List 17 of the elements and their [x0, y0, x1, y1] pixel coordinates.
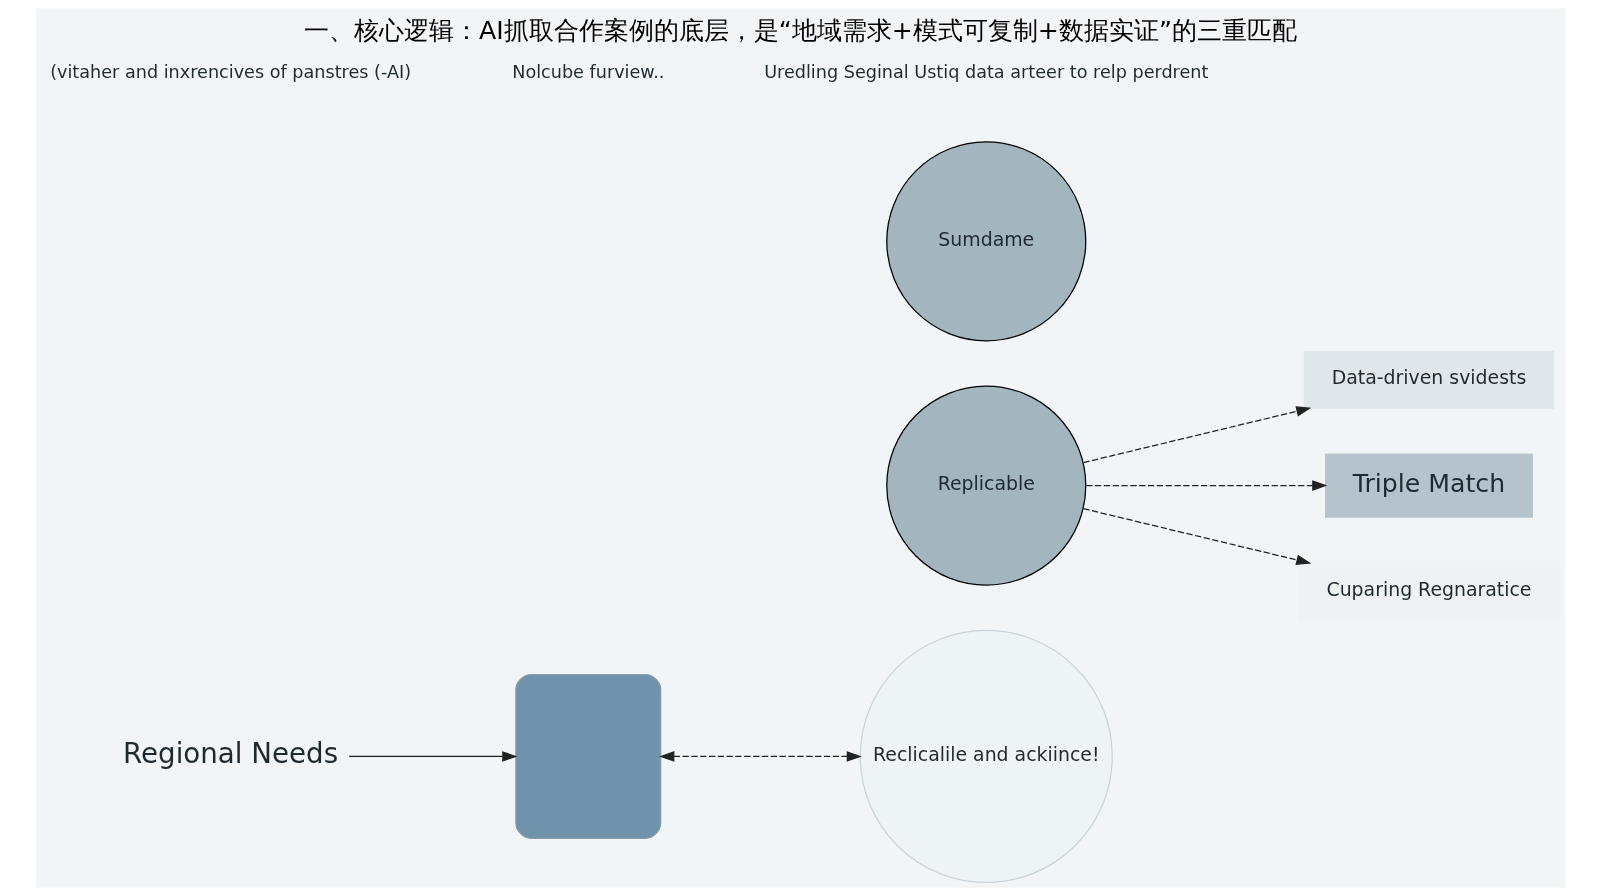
- node-text: Regional Needs: [122, 737, 338, 771]
- node-text: Cuparing Regnaratice: [1325, 577, 1531, 600]
- node-box: [514, 673, 661, 839]
- node-box: Triple Match: [1324, 453, 1533, 518]
- node-box: Data-driven svidests: [1303, 350, 1554, 409]
- diagram-title: 一、核心逻辑：AI抓取合作案例的底层，是“地域需求+模式可复制+数据实证”的三重匹配: [303, 15, 1297, 45]
- node-circle: Replicable: [885, 385, 1086, 586]
- arrow: [1085, 480, 1327, 491]
- arrow: [1082, 508, 1311, 566]
- arrow: [1082, 406, 1311, 464]
- node-circle: Reclicalile and ackiince!: [859, 629, 1113, 883]
- label: (vitaher and inxrencives of panstres (-AI): [49, 62, 411, 83]
- arrow: [348, 751, 517, 762]
- label: Nolcube furview..: [511, 62, 664, 83]
- arrow: [658, 751, 862, 762]
- node-circle: Sumdame: [885, 141, 1086, 342]
- label: Uredling Seginal Ustiq data arteer to relp perdrent: [763, 62, 1208, 83]
